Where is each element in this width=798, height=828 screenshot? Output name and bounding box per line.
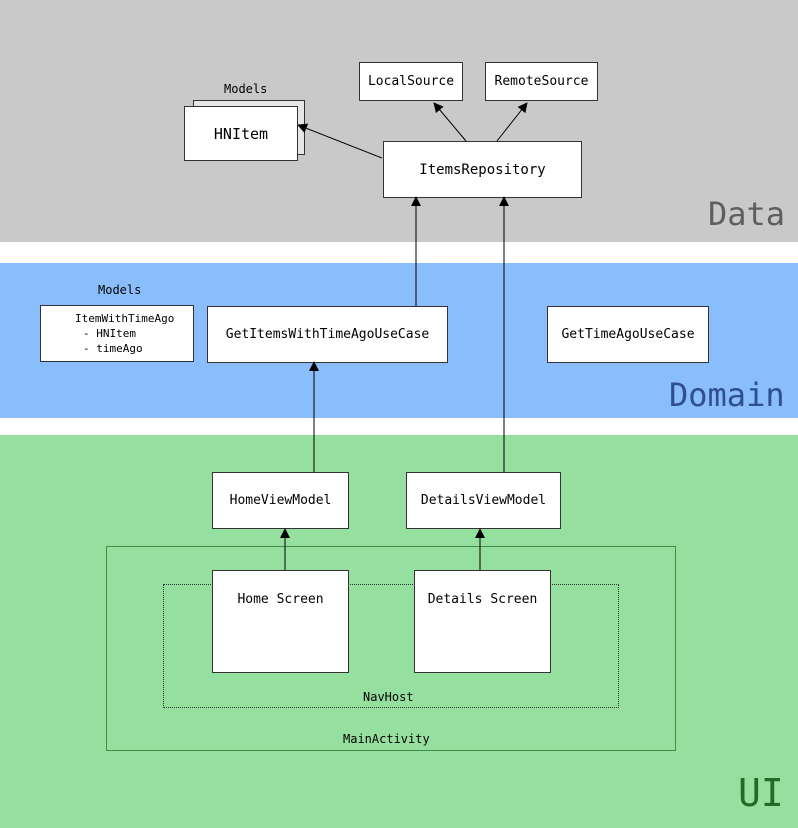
items-repository-box: ItemsRepository <box>383 141 582 198</box>
arrow-repository-to-hnitem <box>297 123 383 159</box>
ui-layer-label: UI <box>738 771 784 815</box>
items-repository-label: ItemsRepository <box>419 161 546 178</box>
local-source-label: LocalSource <box>367 74 455 89</box>
data-layer <box>0 0 798 242</box>
get-items-use-case-label: GetItemsWithTimeAgoUseCase <box>225 327 430 342</box>
remote-source-box: RemoteSource <box>485 62 598 101</box>
domain-models-caption: Models <box>98 283 142 297</box>
item-field-hnitem: - HNItem <box>83 327 136 340</box>
get-time-ago-use-case-label: GetTimeAgoUseCase <box>561 327 695 342</box>
nav-host-label: NavHost <box>363 690 414 704</box>
hnitem-label: HNItem <box>213 124 269 143</box>
item-field-time-ago: - timeAgo <box>83 342 143 355</box>
details-view-model-label: DetailsViewModel <box>420 493 547 508</box>
home-screen-box: Home Screen <box>212 570 349 673</box>
home-view-model-label: HomeViewModel <box>229 493 332 508</box>
main-activity-label: MainActivity <box>343 732 430 746</box>
hnitem-box: HNItem <box>184 106 298 161</box>
arrow-repository-to-local-source <box>433 102 467 142</box>
get-items-use-case-box: GetItemsWithTimeAgoUseCase <box>207 306 448 363</box>
home-view-model-box: HomeViewModel <box>212 472 349 529</box>
data-models-caption: Models <box>224 82 268 96</box>
details-screen-label: Details Screen <box>427 592 538 607</box>
get-time-ago-use-case-box: GetTimeAgoUseCase <box>547 306 709 363</box>
ui-layer <box>0 435 798 828</box>
arrow-repository-to-remote-source <box>496 102 528 142</box>
domain-layer-label: Domain <box>669 376 785 414</box>
local-source-box: LocalSource <box>359 62 463 101</box>
nav-host-frame <box>163 584 619 708</box>
remote-source-label: RemoteSource <box>494 74 589 89</box>
details-screen-box: Details Screen <box>414 570 551 673</box>
details-view-model-box: DetailsViewModel <box>406 472 561 529</box>
item-with-time-ago-title: ItemWithTimeAgo <box>75 312 175 325</box>
main-activity-frame <box>106 546 676 751</box>
data-layer-label: Data <box>708 195 786 233</box>
home-screen-label: Home Screen <box>237 592 324 607</box>
item-with-time-ago-box: ItemWithTimeAgo - HNItem - timeAgo <box>40 305 194 362</box>
